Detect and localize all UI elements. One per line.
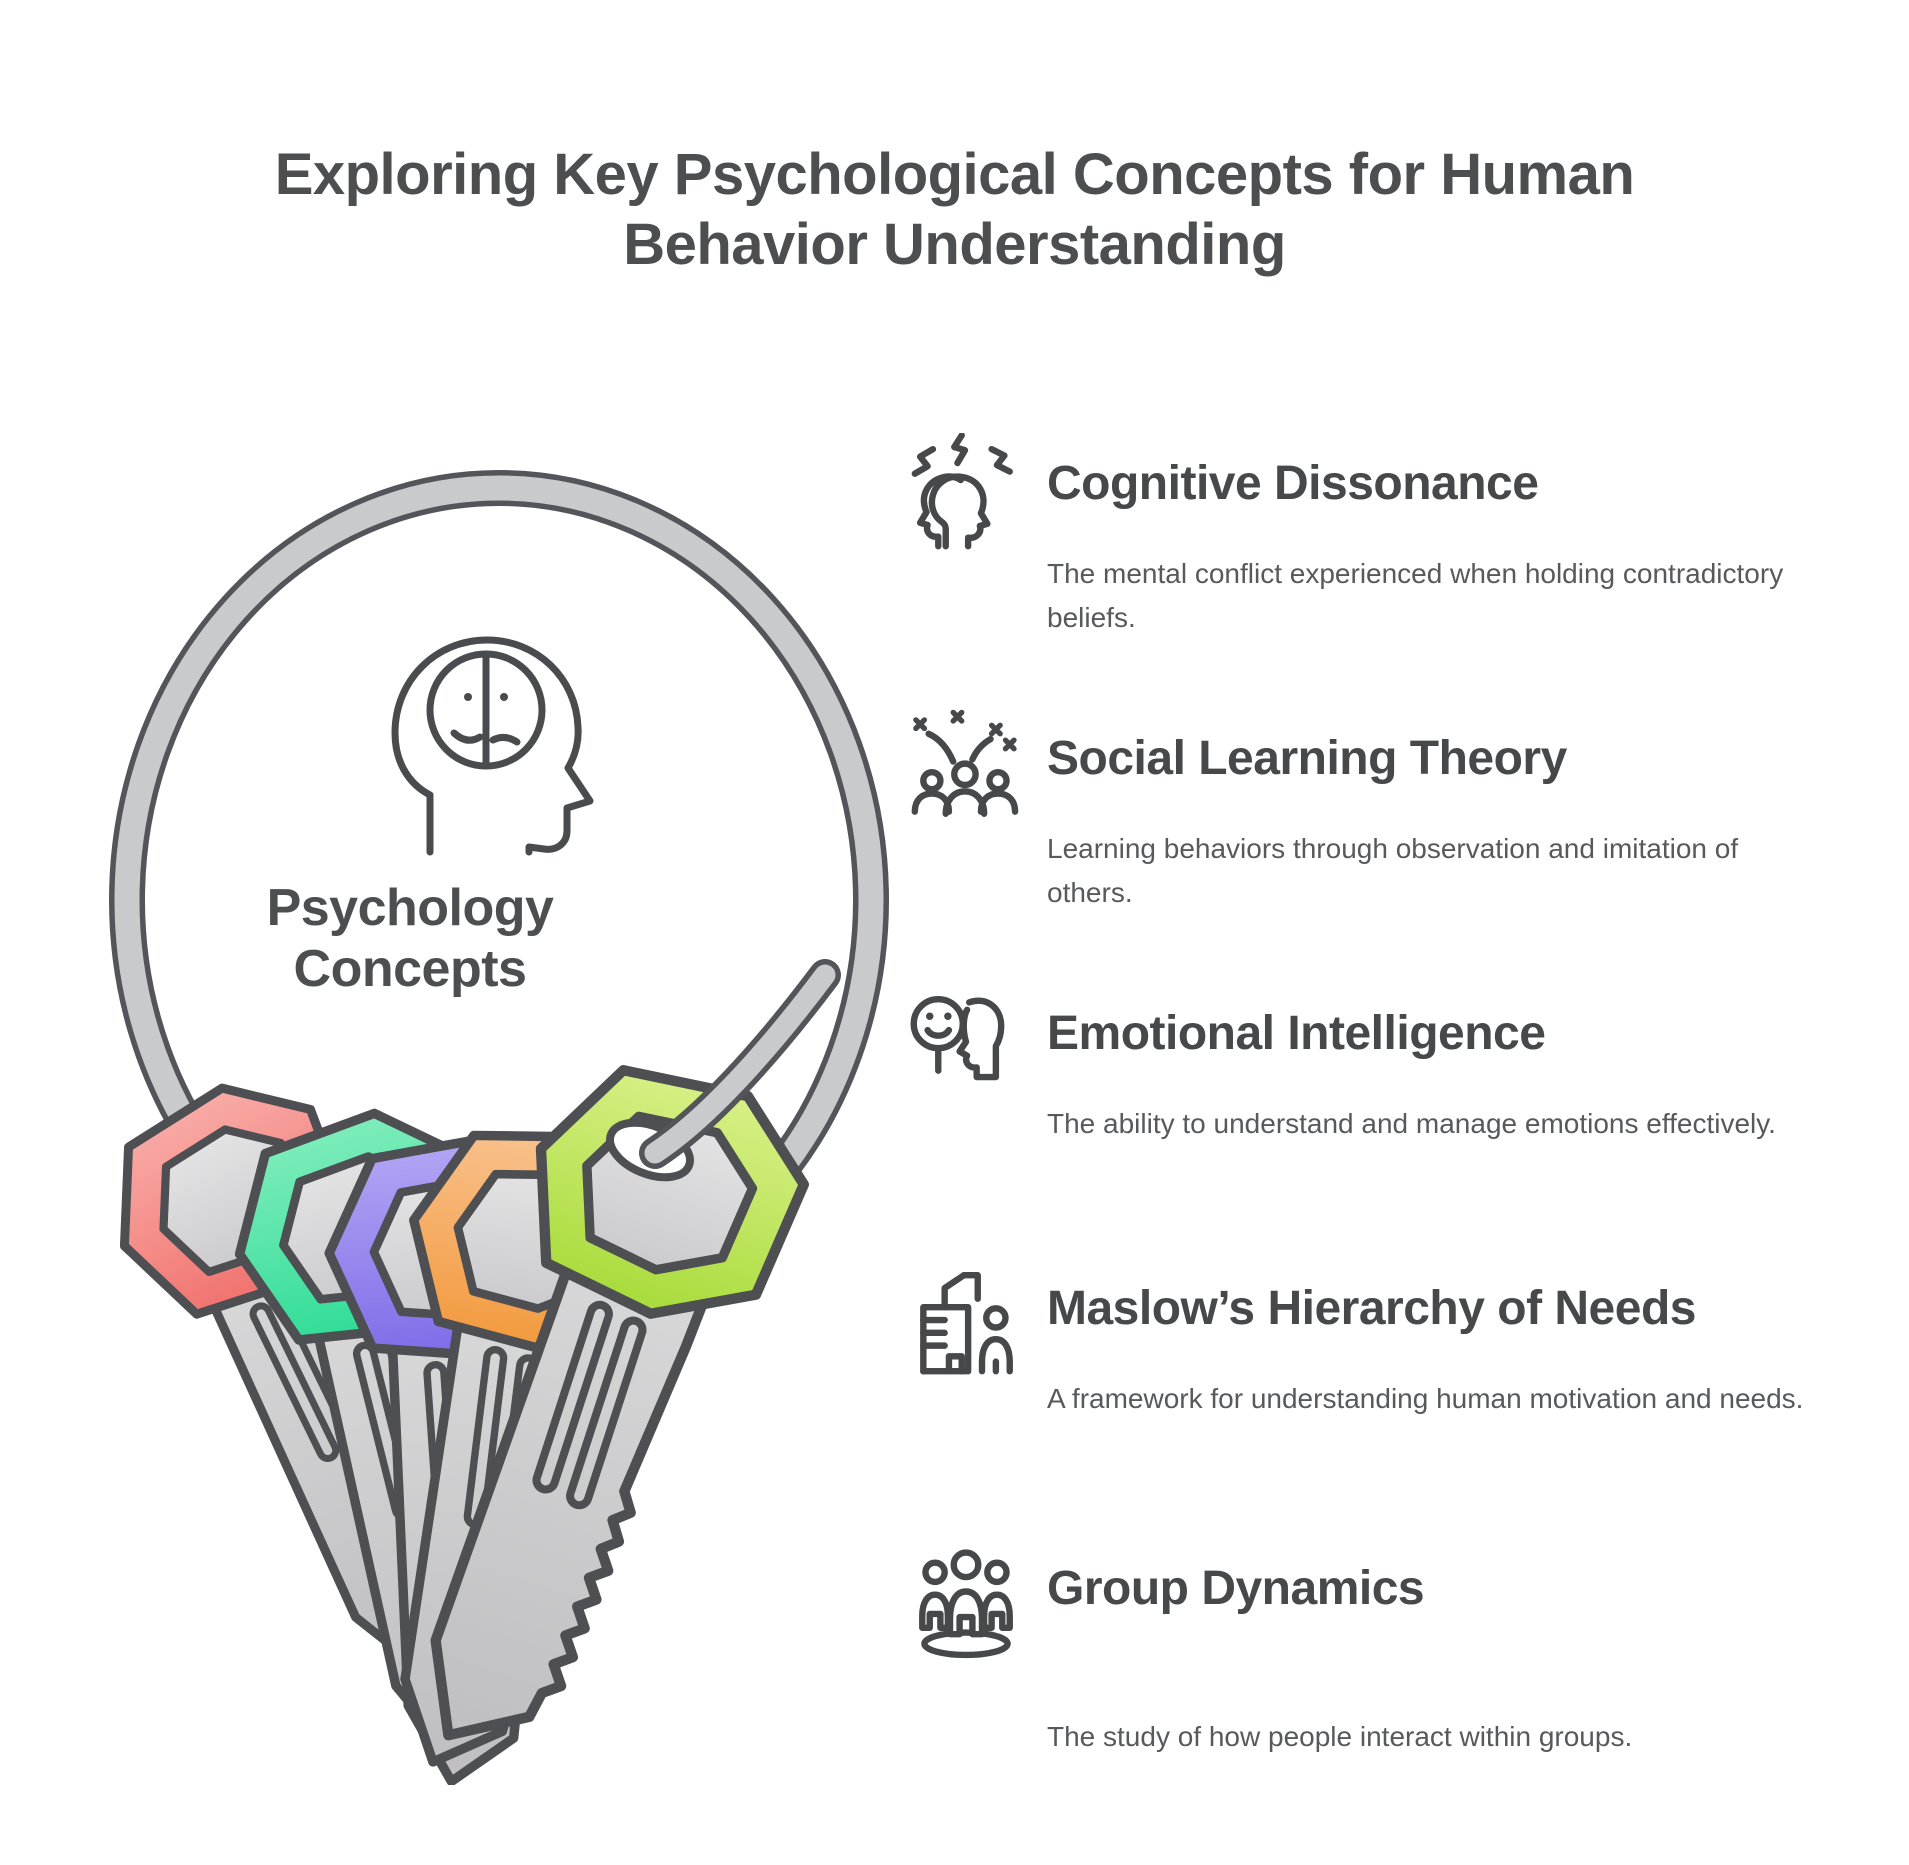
concept-description: The study of how people interact within … — [1047, 1720, 1633, 1752]
concept-title: Social Learning Theory — [1047, 732, 1567, 785]
concept-social-learning-theory: Social Learning Theory Learning behavior… — [902, 709, 1842, 916]
concept-title: Cognitive Dissonance — [1047, 457, 1539, 510]
concept-title: Maslow’s Hierarchy of Needs — [1047, 1282, 1696, 1335]
concept-description: The ability to understand and manage emo… — [1047, 1107, 1776, 1139]
concept-group-dynamics: Group Dynamics The study of how people i… — [902, 1548, 1842, 1759]
concept-description: A framework for understanding human moti… — [1047, 1382, 1804, 1414]
concept-description: Learning behaviors through observation a… — [1047, 832, 1739, 909]
concept-cognitive-dissonance: Cognitive Dissonance The mental conflict… — [902, 433, 1842, 641]
concept-maslows-hierarchy: Maslow’s Hierarchy of Needs A framework … — [902, 1268, 1842, 1421]
people-platform-icon — [919, 1549, 1013, 1659]
keyring-label-line1: Psychology — [266, 879, 554, 937]
crowd-sparks-icon — [911, 709, 1019, 817]
concept-title: Group Dynamics — [1047, 1562, 1425, 1615]
keyring-label: Psychology Concepts — [210, 878, 610, 1000]
smiley-head-icon — [910, 995, 1005, 1081]
page-title: Exploring Key Psychological Concepts for… — [274, 142, 1635, 277]
conflicting-heads-icon — [911, 433, 1013, 550]
ring-thread — [606, 959, 841, 1182]
concept-description: The mental conflict experienced when hol… — [1047, 557, 1784, 634]
concept-title: Emotional Intelligence — [1047, 1007, 1546, 1060]
keyring-label-line2: Concepts — [293, 939, 527, 998]
concept-emotional-intelligence: Emotional Intelligence The ability to un… — [902, 993, 1842, 1146]
building-person-icon — [920, 1272, 1013, 1375]
keyring-illustration — [80, 470, 889, 1785]
split-face-head-icon — [391, 636, 594, 856]
